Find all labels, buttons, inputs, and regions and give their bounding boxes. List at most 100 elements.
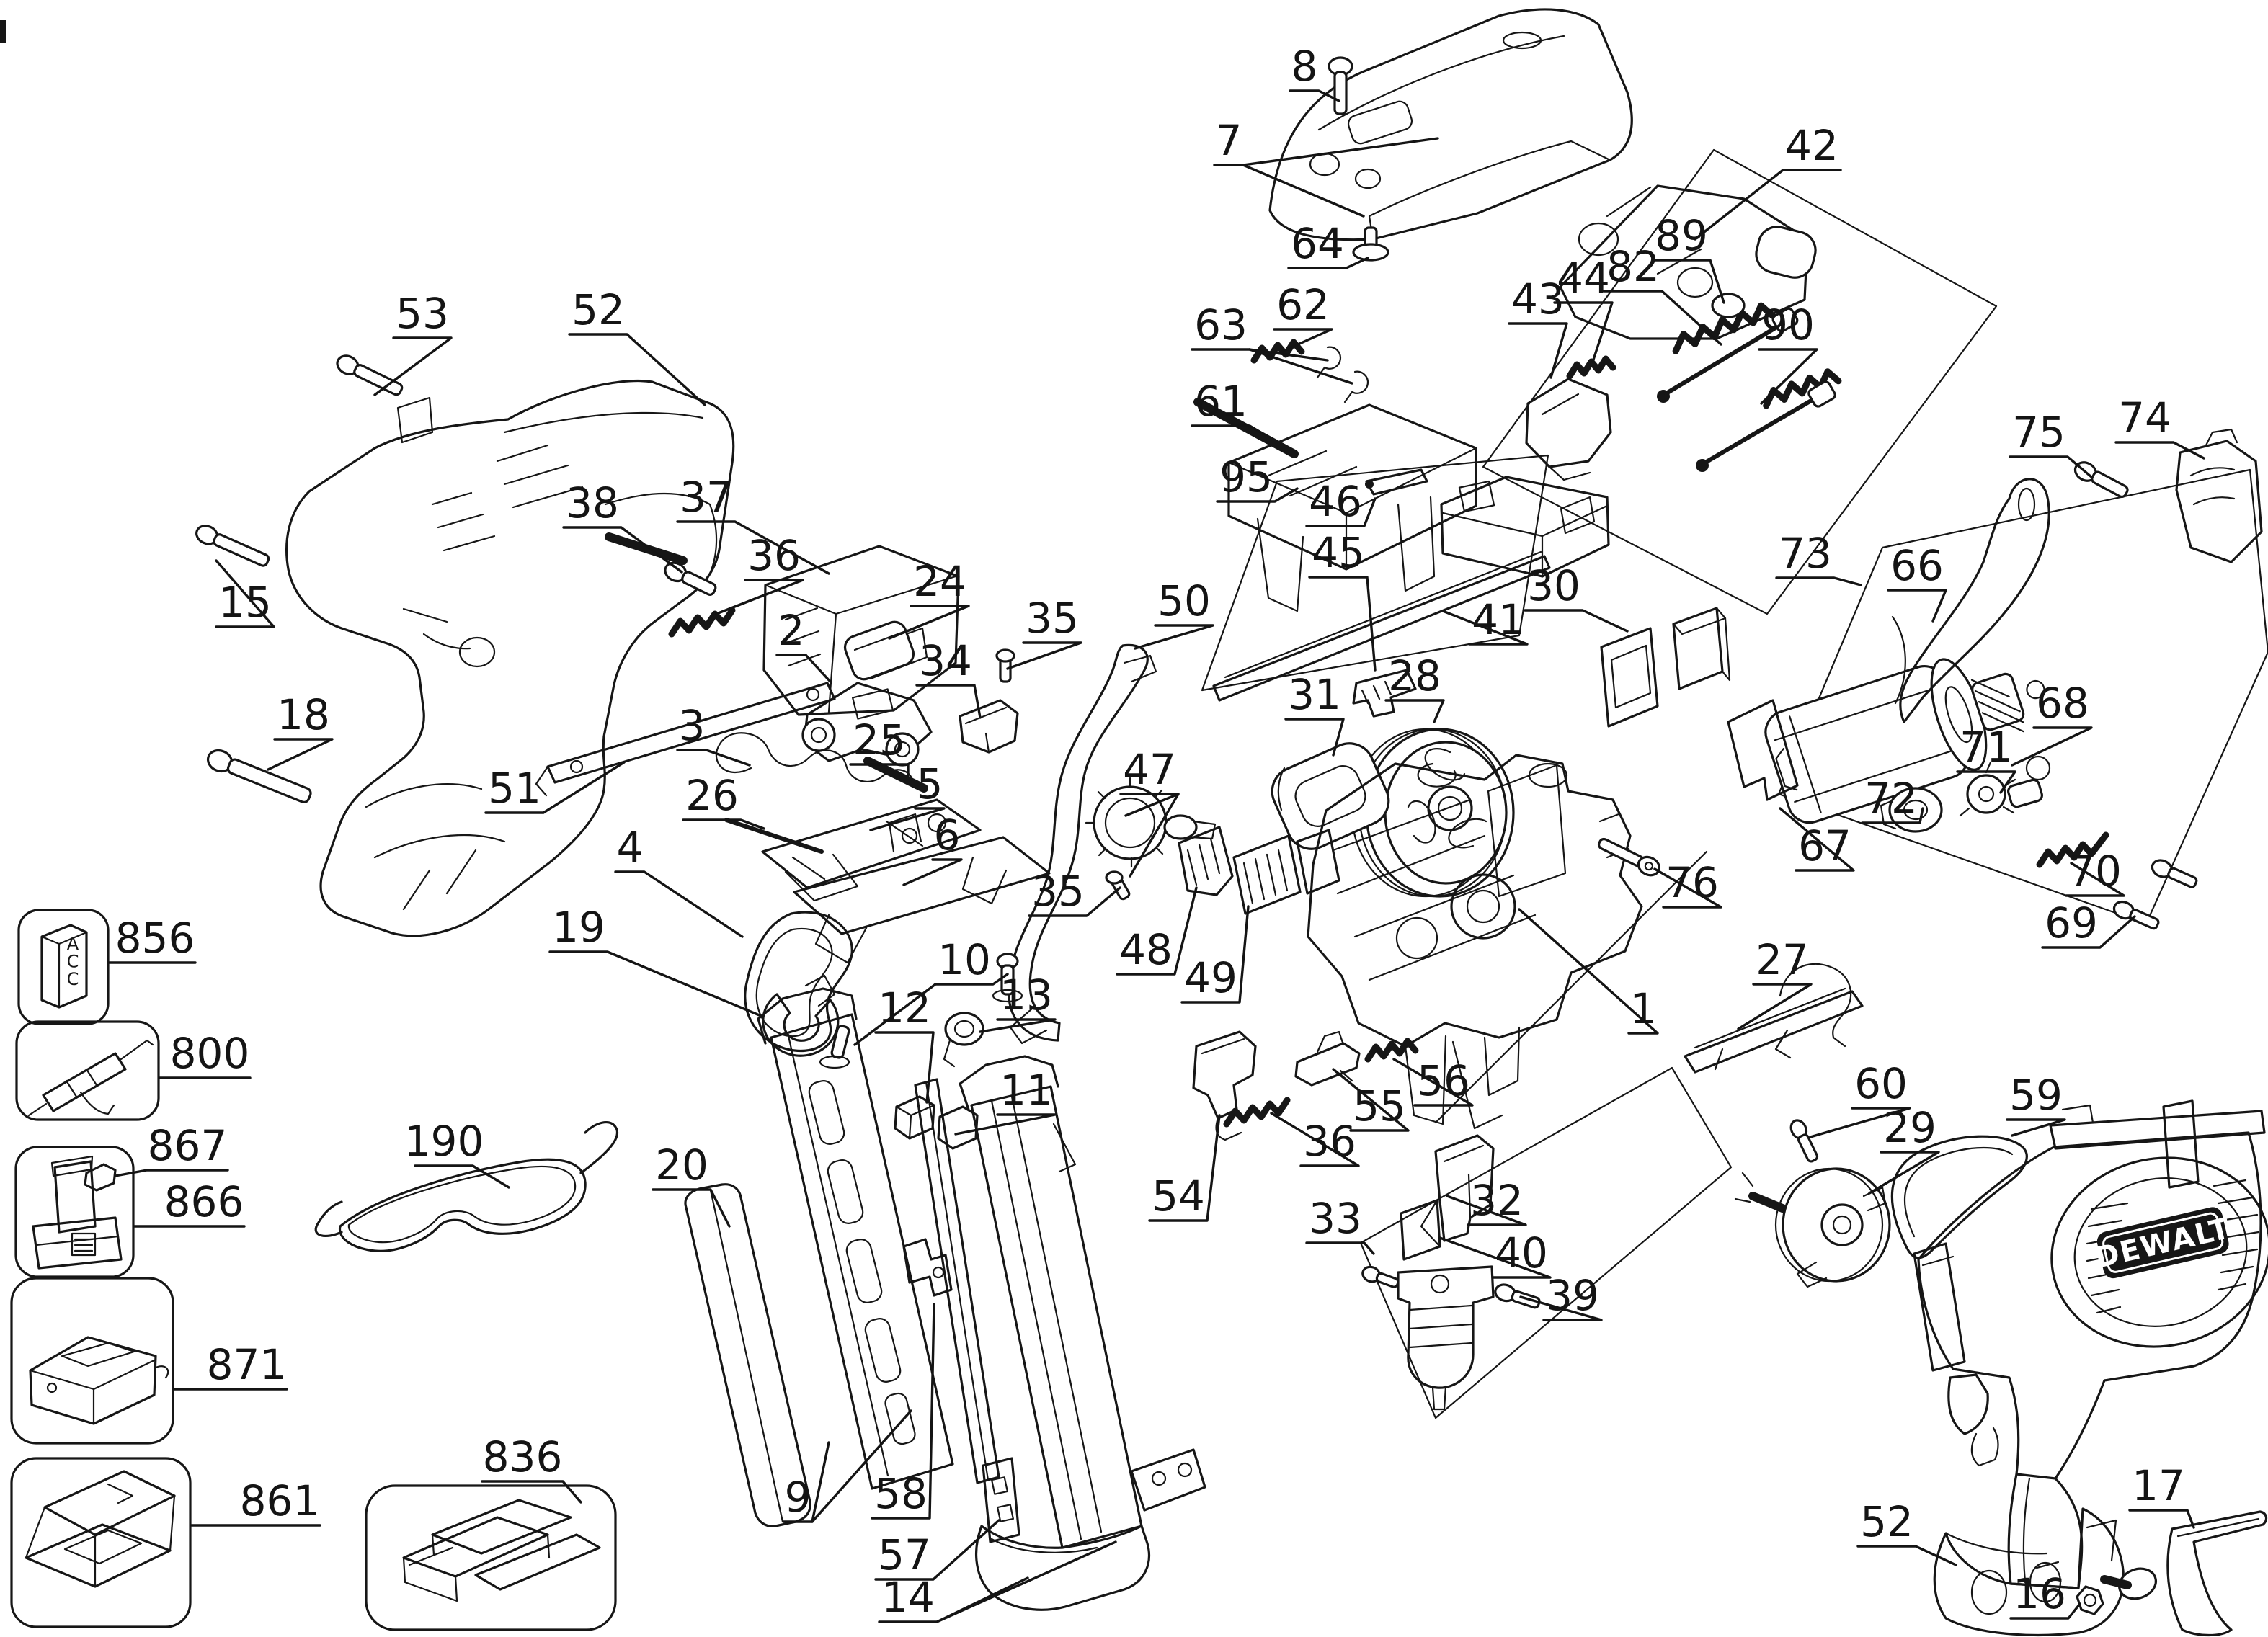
leader-line-4 [614, 870, 744, 938]
part-label-32: 32 [1470, 1176, 1524, 1225]
solenoid-box-33 [1359, 1066, 1733, 1419]
divider-line-1 [1434, 850, 1708, 1124]
rail-41 [1212, 555, 1551, 702]
part-label-68: 68 [2036, 679, 2089, 728]
part-label-62: 62 [1276, 280, 1330, 329]
screw-75 [2073, 461, 2129, 499]
leader-line-38 [562, 526, 683, 574]
leader-line-26 [682, 819, 765, 830]
leader-line-8 [1289, 89, 1340, 102]
leader-line-19 [548, 950, 762, 1017]
part-label-1: 1 [1630, 984, 1657, 1033]
leader-line-1 [1518, 908, 1659, 1035]
part-label-25: 25 [853, 715, 906, 764]
part-label-61: 61 [1194, 377, 1248, 426]
belt-hook-17 [2100, 1510, 2268, 1637]
carrier-62-63 [1193, 339, 1477, 612]
part-label-57: 57 [878, 1530, 931, 1579]
spring-70 [2036, 831, 2109, 868]
leader-line-34 [915, 684, 982, 719]
leader-line-52 [568, 333, 706, 406]
leader-line-32 [1446, 1195, 1527, 1226]
gear-case-1 [1307, 754, 1643, 1130]
leader-line-10 [853, 983, 937, 1046]
part-label-50: 50 [1157, 576, 1211, 625]
part-label-82: 82 [1606, 242, 1660, 291]
part-label-13: 13 [1000, 971, 1053, 1020]
loop-4 [744, 911, 853, 1053]
ring-13 [943, 1012, 984, 1068]
leader-line-14 [935, 1540, 1117, 1623]
part-label-190: 190 [404, 1117, 484, 1166]
part-label-45: 45 [1312, 528, 1365, 577]
spacer-rail-11 [914, 1078, 1000, 1484]
end-cap-74 [2175, 428, 2263, 563]
part-label-95: 95 [1219, 452, 1273, 501]
part-label-43: 43 [1511, 275, 1565, 324]
wire-form-3 [715, 732, 914, 782]
part-label-28: 28 [1388, 651, 1441, 700]
leader-line-6 [902, 858, 963, 886]
screw-39 [1494, 1283, 1541, 1309]
blocks-12 [894, 1095, 979, 1150]
plate-40 [1400, 1199, 1441, 1261]
screw-53 [336, 354, 404, 396]
part-label-60: 60 [1854, 1059, 1908, 1108]
part-label-5: 5 [917, 759, 943, 808]
motor-box-73 [1727, 428, 2268, 930]
part-label-16: 16 [2013, 1569, 2066, 1618]
part-label-41: 41 [1472, 595, 1525, 644]
leader-line-53 [373, 336, 453, 396]
leader-line-190 [414, 1164, 510, 1189]
part-label-33: 33 [1309, 1194, 1362, 1243]
part-label-14: 14 [881, 1573, 935, 1622]
accessory-800 [15, 1020, 160, 1121]
bracket-58 [902, 1238, 953, 1297]
leader-line-89 [1651, 259, 1725, 304]
part-label-10: 10 [938, 935, 991, 984]
carrier-5 [761, 798, 982, 902]
latch-45 [1352, 669, 1417, 718]
part-label-36: 36 [1303, 1117, 1356, 1166]
leader-line-29 [1868, 1151, 1940, 1195]
leader-line-45 [1308, 576, 1377, 672]
accessory-836-tray [365, 1484, 617, 1631]
part-label-2: 2 [778, 606, 805, 655]
bracket-34 [959, 699, 1019, 754]
adjust-knob-47 [1085, 777, 1217, 868]
screw-60 [1789, 1119, 1819, 1163]
housing-left-clamshell [285, 379, 735, 937]
screw-38 [664, 561, 717, 596]
leader-line-44 [1553, 301, 1614, 363]
contact-trip-27 [1684, 963, 1864, 1074]
leader-line-50 [1134, 624, 1214, 650]
leader-line-70 [2065, 862, 2125, 897]
leader-line-63 [1248, 348, 1353, 385]
leader-line-36 [715, 579, 804, 615]
leader-line-20 [652, 1188, 731, 1228]
spring-36a [668, 607, 736, 638]
part-label-30: 30 [1527, 561, 1580, 610]
leader-line-75 [2009, 455, 2093, 478]
part-label-37: 37 [680, 473, 733, 522]
part-label-52: 52 [1860, 1497, 1913, 1546]
leader-line-35 [1028, 886, 1121, 917]
leader-line-17 [2128, 1509, 2195, 1529]
part-label-54: 54 [1152, 1172, 1205, 1221]
screw-10a [992, 953, 1023, 1003]
part-label-4: 4 [617, 823, 644, 872]
magazine-group [684, 953, 1206, 1611]
leader-line-73 [1775, 576, 1862, 586]
magazine-body-14 [959, 1055, 1206, 1611]
leader-line-49 [1180, 905, 1250, 1004]
leader-line-54 [1148, 1114, 1221, 1222]
leader-line-39 [1519, 1295, 1603, 1321]
part-label-38: 38 [566, 478, 619, 527]
part-label-867: 867 [148, 1121, 228, 1170]
pin-26 [724, 818, 824, 854]
pin-10b [819, 1025, 850, 1069]
screw-33a [1361, 1265, 1400, 1288]
bracket-67 [1727, 699, 1799, 801]
part-label-31: 31 [1288, 670, 1341, 719]
